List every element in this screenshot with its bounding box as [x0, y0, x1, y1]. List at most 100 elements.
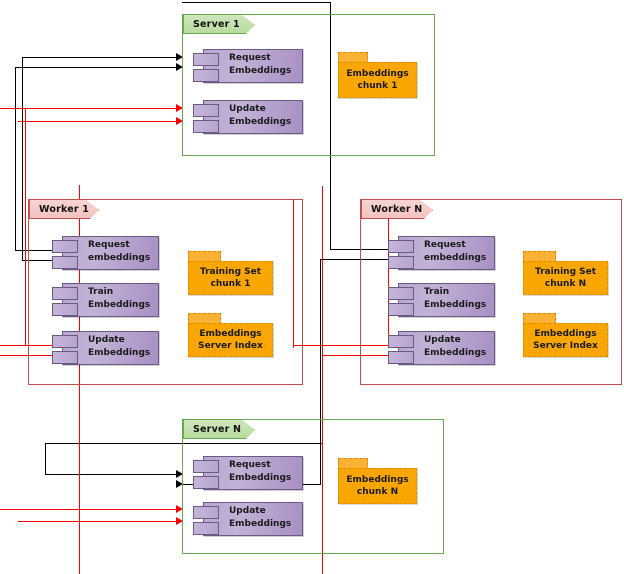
component-body [62, 283, 159, 317]
server-1-tab[interactable]: Server 1 [183, 14, 255, 34]
component-port-bottom [52, 256, 78, 269]
component-label-line2: Embeddings [229, 472, 292, 483]
connector-update-workerN-in-a [293, 345, 388, 346]
component-label: Request Embeddings [229, 52, 300, 77]
worker-1-train-component[interactable]: Train Embeddings [52, 283, 159, 317]
component-port-top [388, 335, 414, 348]
connector-update-worker1-out2 [0, 355, 52, 356]
package-body: Embeddings Server Index [523, 323, 608, 357]
component-port-bottom [388, 351, 414, 364]
package-label-line2: Server Index [533, 341, 598, 351]
component-label-line2: Embeddings [229, 65, 292, 76]
package-tab [338, 52, 369, 64]
package-label-line1: Training Set [534, 267, 597, 277]
component-label-line1: Train [88, 287, 114, 297]
arrowhead-serverN-update-a [176, 505, 183, 513]
connector-update-serverN-a [0, 509, 182, 510]
package-label-line1: Embeddings [346, 69, 409, 79]
worker-n-update-component[interactable]: Update Embeddings [388, 331, 495, 365]
embeddings-chunk-1-package[interactable]: Embeddings chunk 1 [338, 52, 417, 98]
connector-worker1-request-server1-top [15, 67, 182, 68]
server-1-request-component[interactable]: Request Embeddings [193, 49, 303, 83]
package-label-line2: Server Index [198, 341, 263, 351]
component-port-bottom [388, 303, 414, 316]
component-label-line1: Request [229, 53, 271, 63]
component-label-line1: Request [88, 240, 130, 250]
arrowhead-serverN-update-b [176, 517, 183, 525]
component-body [203, 456, 303, 490]
worker-n-train-component[interactable]: Train Embeddings [388, 283, 495, 317]
connector-rail-right-request-upper [330, 2, 331, 249]
component-port-top [52, 335, 78, 348]
training-set-chunk-1-package[interactable]: Training Set chunk 1 [188, 251, 273, 295]
component-label: Update Embeddings [88, 334, 156, 359]
component-label: Update Embeddings [424, 334, 492, 359]
component-body [398, 283, 495, 317]
connector-serverN-request-in2 [45, 474, 182, 475]
server-n-tab-label: Server N [193, 423, 242, 435]
component-port-bottom [388, 256, 414, 269]
server-n-request-component[interactable]: Request Embeddings [193, 456, 303, 490]
worker-1-tab[interactable]: Worker 1 [29, 199, 99, 219]
server-1-frame [182, 14, 435, 156]
component-body [398, 236, 495, 270]
server-1-update-component[interactable]: Update Embeddings [193, 100, 303, 134]
package-label-line2: chunk 1 [210, 279, 251, 289]
component-port-bottom [52, 351, 78, 364]
server-1-tab-label: Server 1 [193, 18, 240, 30]
connector-left-rail-serverN-top [45, 443, 322, 444]
package-label-line2: chunk N [544, 279, 587, 289]
component-body [398, 331, 495, 365]
package-tab [338, 458, 369, 470]
component-port-top [388, 287, 414, 300]
component-label-line2: embeddings [424, 252, 487, 263]
connector-left-rail-serverN [45, 443, 46, 475]
component-label-line1: Train [424, 287, 450, 297]
package-body: Embeddings chunk 1 [338, 62, 417, 98]
component-label-line2: Embeddings [424, 347, 487, 358]
component-port-bottom [193, 120, 219, 133]
embeddings-server-index-1-package[interactable]: Embeddings Server Index [188, 313, 273, 357]
component-port-bottom [52, 303, 78, 316]
worker-n-request-component[interactable]: Request embeddings [388, 236, 495, 270]
connector-update-worker1-out [0, 345, 52, 346]
component-body [62, 236, 159, 270]
connector-workerN-request-bridge [22, 260, 52, 261]
connector-update-server1-b [18, 121, 182, 122]
worker-1-update-component[interactable]: Update Embeddings [52, 331, 159, 365]
worker-1-request-component[interactable]: Request embeddings [52, 236, 159, 270]
component-label-line2: Embeddings [229, 116, 292, 127]
component-label-line2: Embeddings [88, 299, 151, 310]
server-n-tab[interactable]: Server N [183, 419, 255, 439]
package-tab [523, 313, 556, 325]
component-port-bottom [193, 522, 219, 535]
worker-n-frame [360, 199, 622, 385]
connector-worker1-request-server1-vertical [15, 67, 16, 250]
worker-n-tab[interactable]: Worker N [361, 199, 433, 219]
embeddings-chunk-n-package[interactable]: Embeddings chunk N [338, 458, 417, 504]
component-label-line1: Update [229, 104, 266, 114]
connector-worker1-request-out [15, 250, 52, 251]
package-label-line2: chunk 1 [357, 81, 398, 91]
component-body [203, 100, 303, 134]
server-n-update-component[interactable]: Update Embeddings [193, 502, 303, 536]
package-label-line1: Embeddings [346, 475, 409, 485]
training-set-chunk-n-package[interactable]: Training Set chunk N [523, 251, 608, 295]
connector-update-rail-right-b [293, 200, 294, 348]
arrowhead-server1-update-b [176, 117, 183, 125]
worker-1-frame [28, 199, 303, 385]
arrowhead-serverN-request-b [176, 480, 183, 488]
package-label-line1: Embeddings [199, 329, 262, 339]
component-label: Update Embeddings [229, 103, 300, 128]
embeddings-server-index-n-package[interactable]: Embeddings Server Index [523, 313, 608, 357]
component-label-line1: Request [424, 240, 466, 250]
package-body: Training Set chunk N [523, 261, 608, 295]
connector-workerN-request-server1-vertical [22, 57, 23, 260]
component-label-line2: embeddings [88, 252, 151, 263]
component-port-top [52, 240, 78, 253]
connector-rail-right-request-lower [320, 259, 321, 484]
package-label-line2: chunk N [356, 487, 399, 497]
component-label: Train Embeddings [424, 286, 492, 311]
worker-n-tab-label: Worker N [371, 203, 423, 215]
